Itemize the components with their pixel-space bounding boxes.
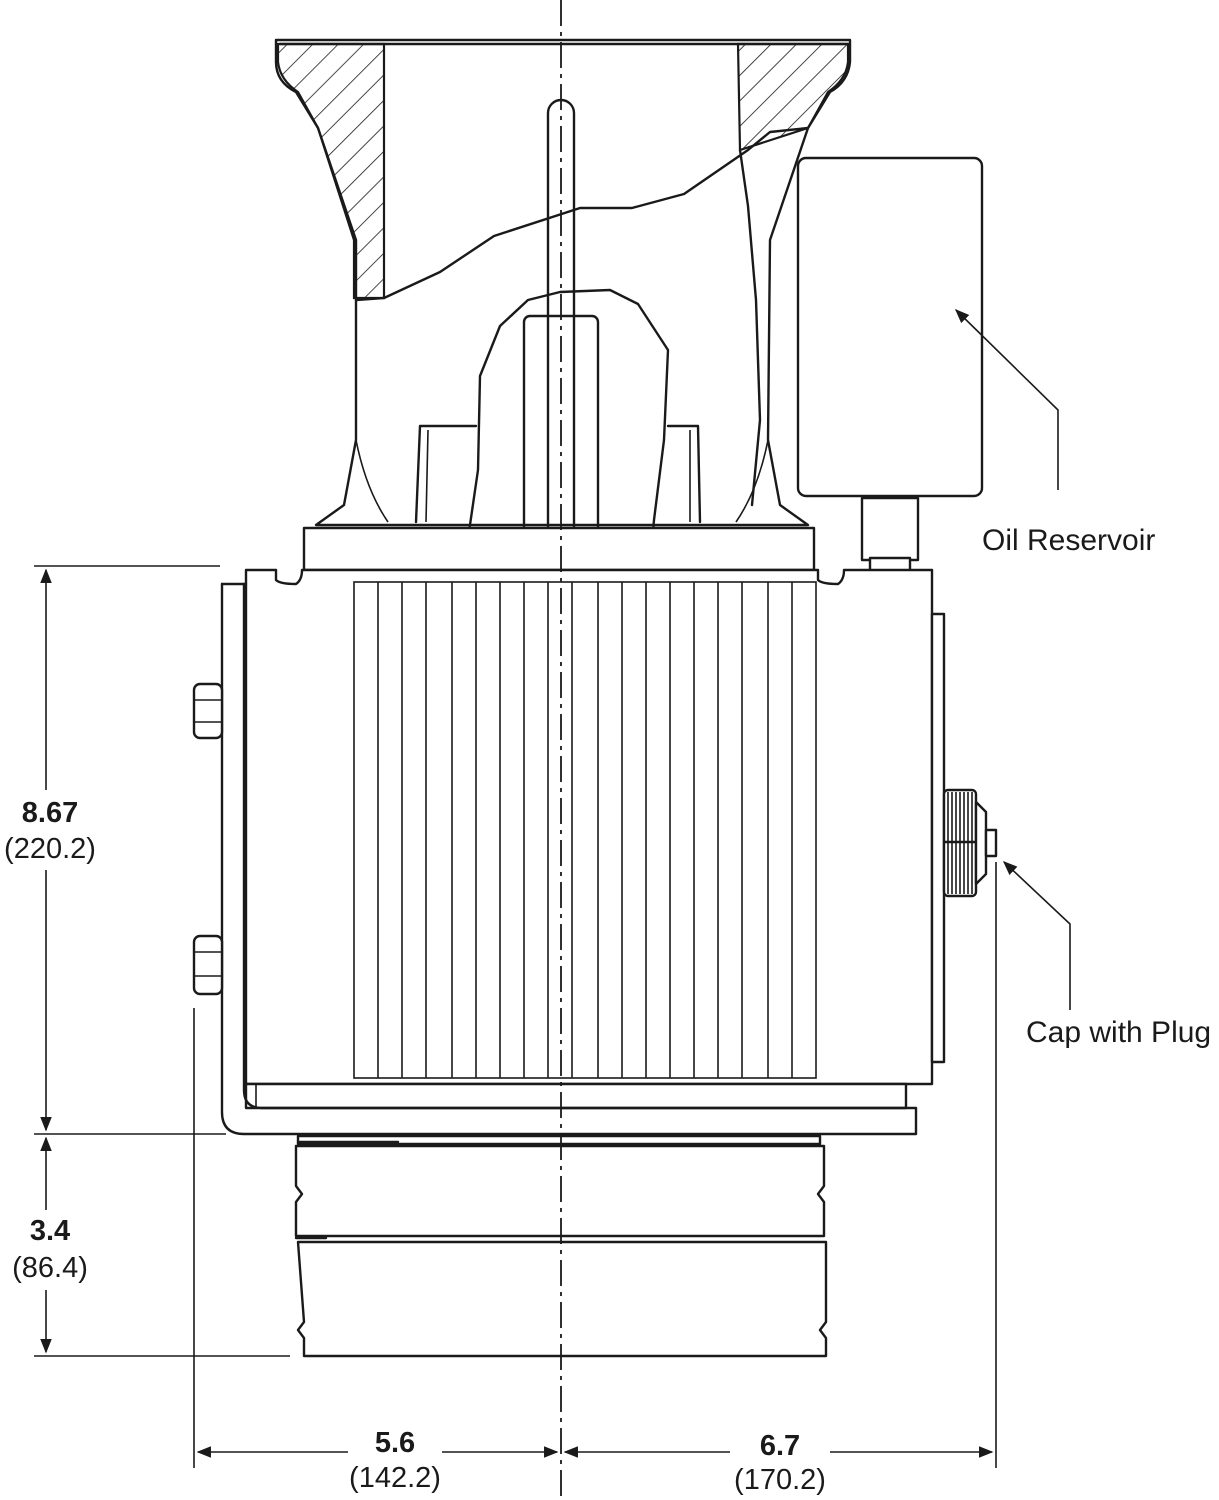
right-width-inches: 6.7	[760, 1430, 800, 1462]
cooling-fins	[353, 581, 817, 1079]
dimension-lines	[40, 568, 994, 1458]
oil-reservoir-label: Oil Reservoir	[982, 524, 1155, 557]
right-width-mm: (170.2)	[734, 1464, 826, 1496]
left-width-inches: 5.6	[375, 1427, 415, 1459]
inlet-flange	[274, 38, 852, 572]
motor-body	[244, 568, 946, 1110]
base-height-mm: (86.4)	[12, 1252, 88, 1284]
body-height-mm: (220.2)	[4, 833, 96, 865]
flange-section-left	[276, 42, 386, 300]
pump-base	[294, 1134, 828, 1358]
bolt-lower	[192, 934, 224, 996]
extension-lines	[34, 565, 997, 1468]
cap-with-plug	[942, 788, 998, 898]
body-height-inches: 8.67	[22, 797, 78, 829]
base-height-inches: 3.4	[30, 1215, 70, 1247]
leader-lines	[954, 308, 1071, 1010]
oil-reservoir	[796, 156, 984, 574]
mounting-bracket	[192, 582, 918, 1136]
bolt-upper	[192, 682, 224, 740]
left-width-mm: (142.2)	[349, 1462, 441, 1494]
cap-with-plug-label: Cap with Plug	[1026, 1016, 1211, 1049]
flange-section-right	[736, 42, 850, 152]
